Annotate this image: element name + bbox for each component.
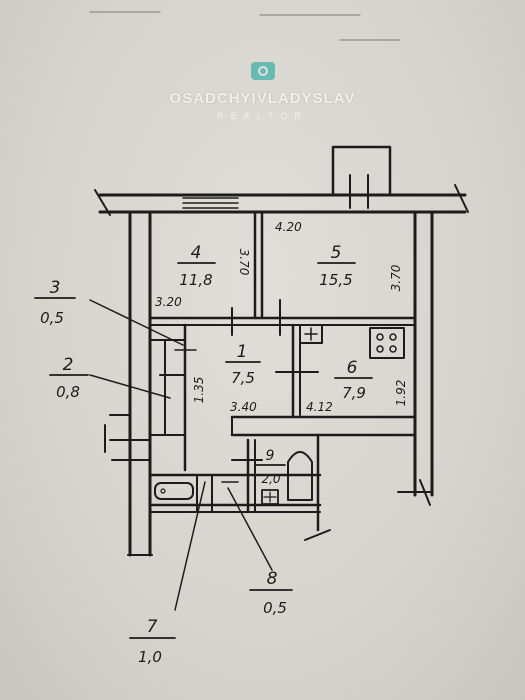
watermark-name: OSADCHYIVLADYSLAV xyxy=(169,90,356,107)
room-3-area: 0,5 xyxy=(40,309,64,327)
watermark-subtitle: REALTOR xyxy=(217,111,308,121)
bathtub-icon xyxy=(154,482,194,500)
toilet-icon xyxy=(261,451,313,505)
room-3-number: 3 xyxy=(50,278,61,298)
dim-room4-width: 3.20 xyxy=(155,295,182,309)
room-4-number: 4 xyxy=(191,243,202,263)
wet-block-walls xyxy=(148,433,331,541)
room-2-area: 0,8 xyxy=(56,383,80,401)
dim-kitchen-depth: 1.92 xyxy=(394,380,408,407)
stove-icon xyxy=(369,327,405,359)
room-5-number: 5 xyxy=(331,243,342,263)
room-1-number: 1 xyxy=(237,342,248,362)
leader-7 xyxy=(174,481,206,611)
window-top xyxy=(182,197,239,209)
room-8-area: 0,5 xyxy=(263,599,287,617)
room-4-area: 11,8 xyxy=(179,271,212,289)
leader-2 xyxy=(89,374,171,399)
room-1-area: 7,5 xyxy=(231,369,255,387)
vent-block xyxy=(331,145,392,209)
room-9-number: 9 xyxy=(266,448,275,464)
label-bars xyxy=(34,262,373,639)
camera-icon xyxy=(250,62,275,80)
room-labels: 4 11,8 5 15,5 1 7,5 6 7,9 3 0,5 2 0,8 7 … xyxy=(40,243,366,666)
room-9-area: 2,0 xyxy=(261,472,280,486)
outer-wall-left xyxy=(127,210,153,557)
room-6-number: 6 xyxy=(347,358,358,378)
dim-hall-length: 1.35 xyxy=(192,377,206,404)
room-5-area: 15,5 xyxy=(319,271,352,289)
rooms-2-3-walls xyxy=(149,323,197,472)
outer-wall-top xyxy=(94,184,469,216)
sink-icon xyxy=(299,324,323,344)
faded-stamp xyxy=(89,11,401,41)
room-8-number: 8 xyxy=(267,569,278,589)
leader-3 xyxy=(89,299,184,346)
dim-room4-depth: 3.70 xyxy=(237,249,251,276)
dim-room5-depth: 3.70 xyxy=(389,264,403,291)
dimension-labels: 3.20 3.70 4.20 3.70 1.35 3.40 4.12 1.92 xyxy=(155,220,408,414)
room-7-area: 1,0 xyxy=(138,648,162,666)
dim-room5-width: 4.20 xyxy=(275,220,302,234)
room-7-number: 7 xyxy=(147,617,158,637)
dim-hall-width: 3.40 xyxy=(230,400,257,414)
leader-8 xyxy=(227,487,273,571)
realtor-watermark: OSADCHYIVLADYSLAV REALTOR xyxy=(0,62,525,121)
room-2-number: 2 xyxy=(63,355,74,375)
room-6-area: 7,9 xyxy=(342,384,366,402)
entrance-door xyxy=(104,414,151,461)
outer-wall-right xyxy=(397,210,434,506)
dim-kitchen-width: 4.12 xyxy=(306,400,333,414)
